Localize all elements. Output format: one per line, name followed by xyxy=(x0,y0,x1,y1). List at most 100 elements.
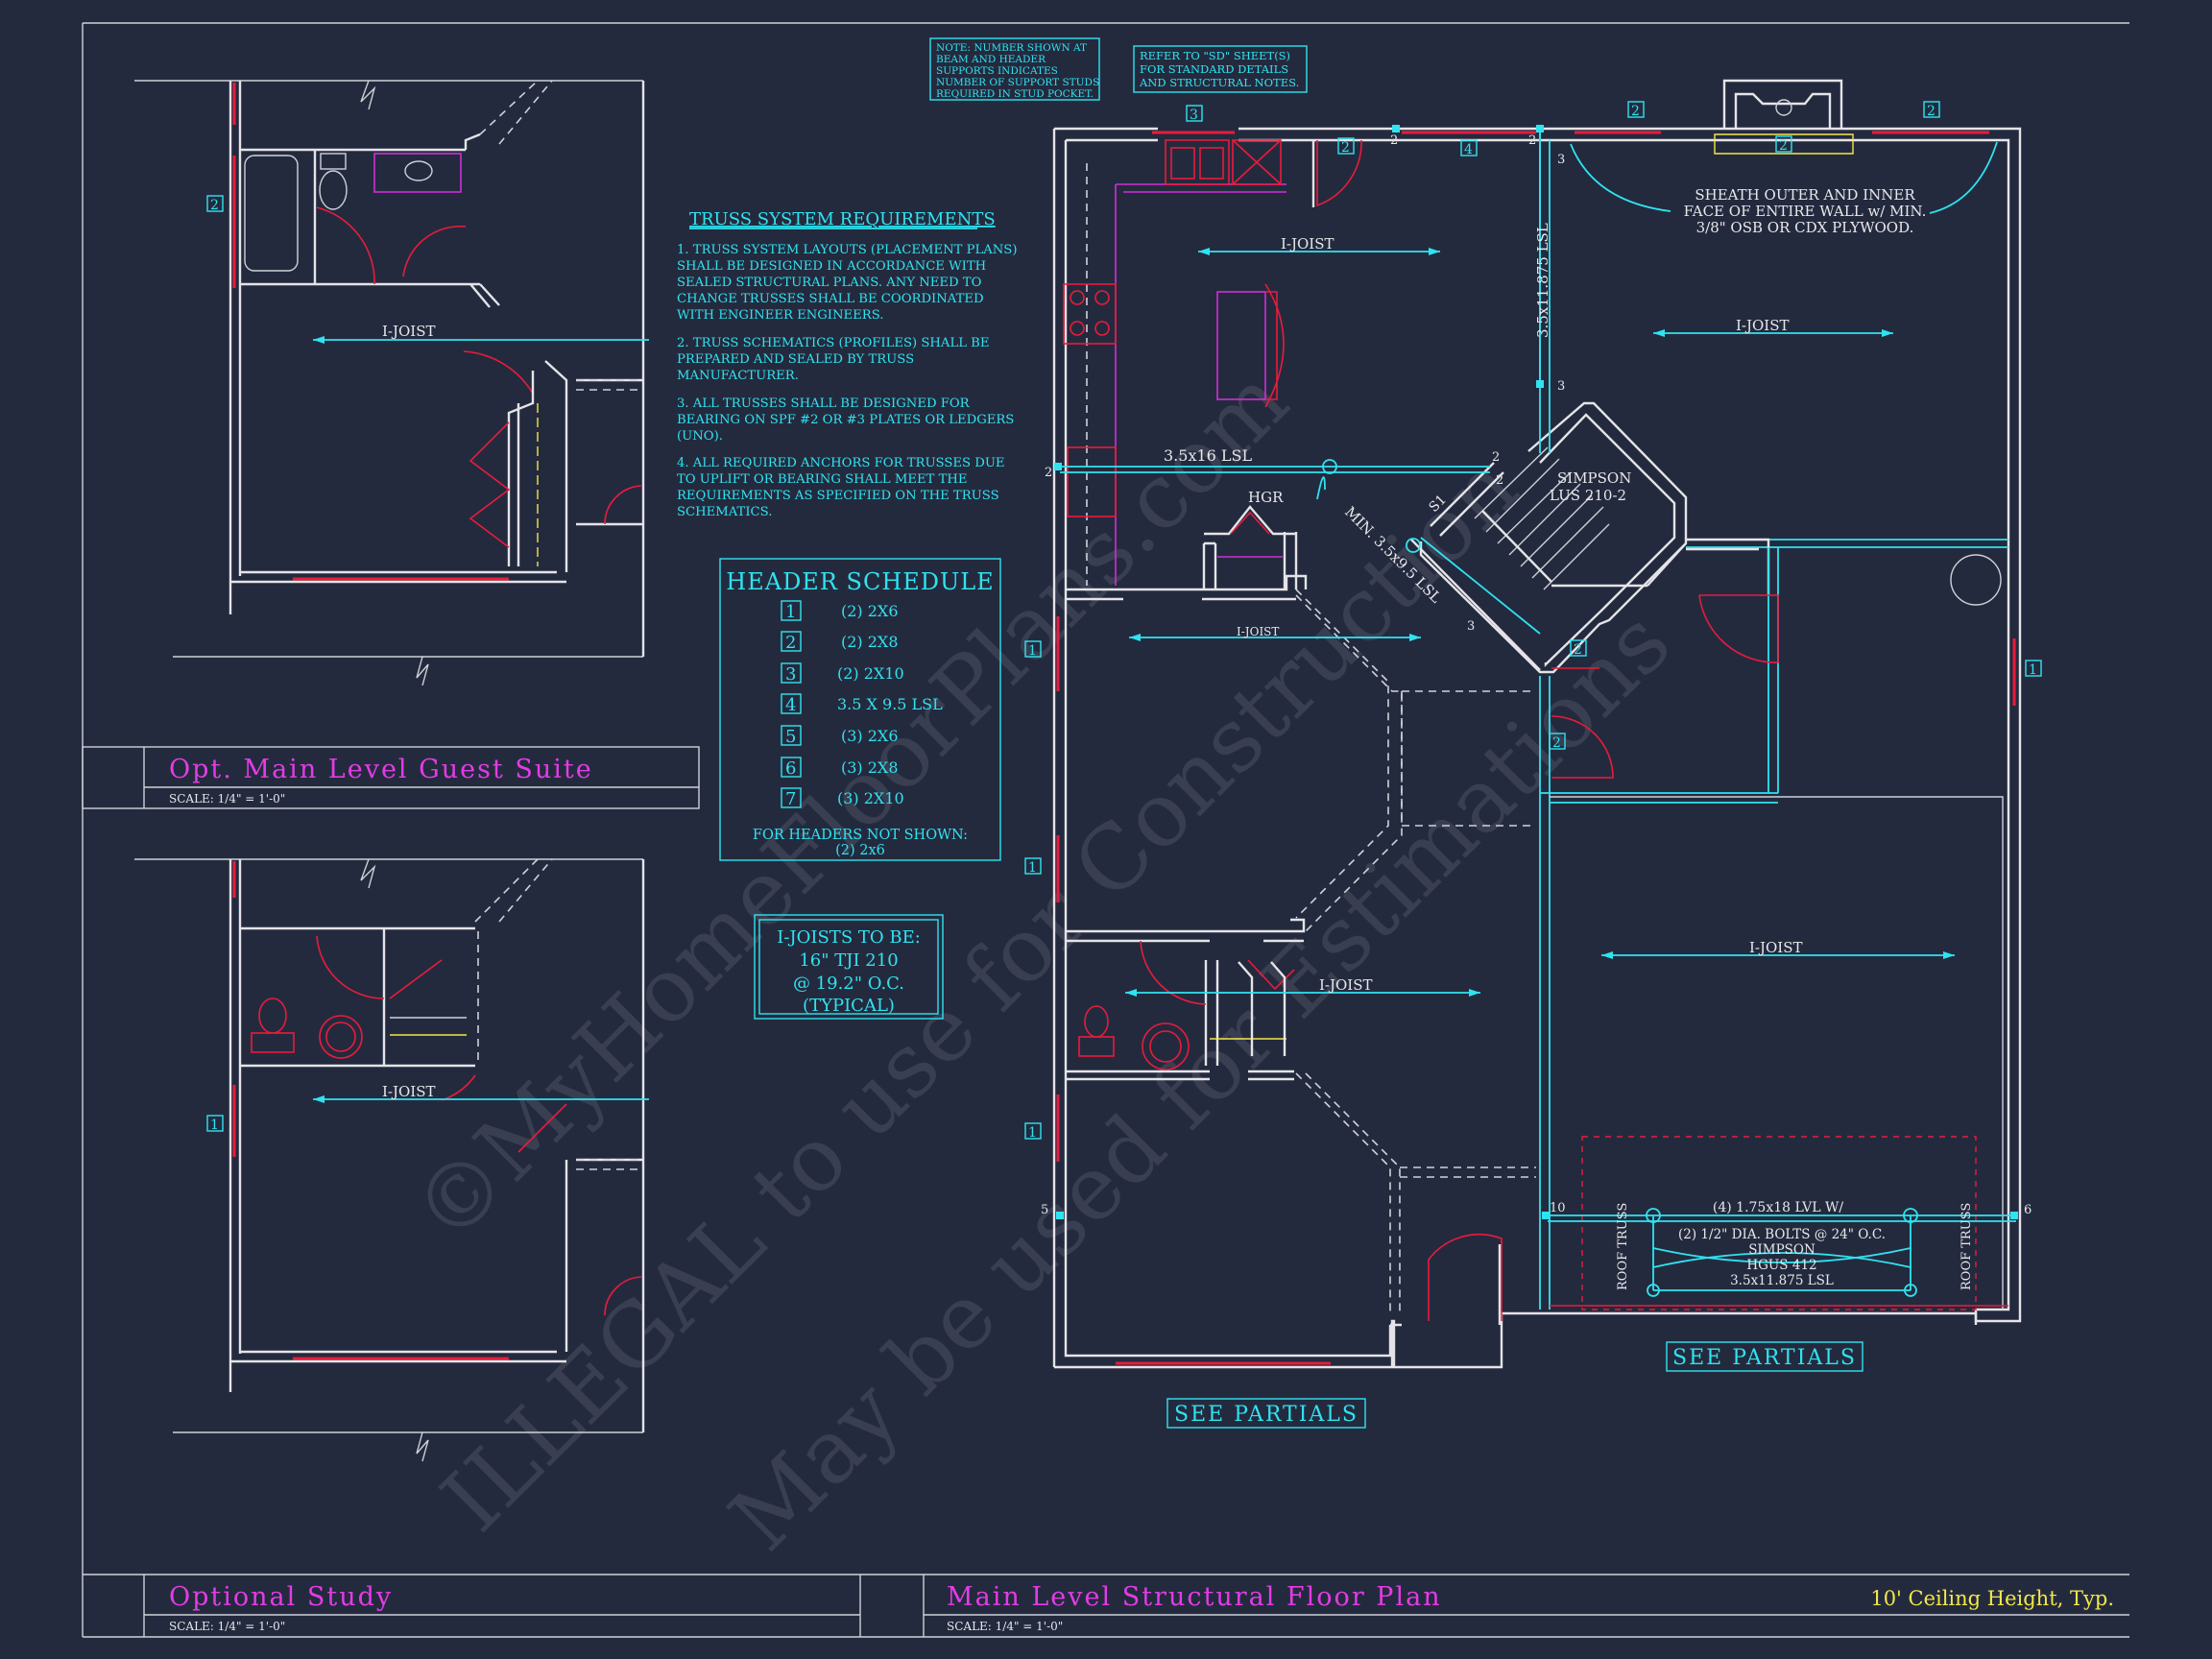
main-plan-title: Main Level Structural Floor Plan xyxy=(947,1582,1442,1612)
svg-text:1: 1 xyxy=(210,1118,219,1133)
header-schedule: HEADER SCHEDULE 1 (2) 2X6 2 (2) 2X8 3(2) 2… xyxy=(719,558,1001,861)
svg-text:1: 1 xyxy=(2029,662,2037,678)
svg-text:(2) 2X6: (2) 2X6 xyxy=(841,602,899,620)
support-studs-note: NOTE: NUMBER SHOWN AT BEAM AND HEADER SU… xyxy=(929,37,1100,101)
main-plan-scale: SCALE: 1/4" = 1'-0" xyxy=(947,1620,1063,1633)
svg-text:2: 2 xyxy=(1779,138,1788,154)
svg-text:3: 3 xyxy=(1190,108,1198,123)
guest-suite-plan: I-JOIST 2 xyxy=(134,80,649,686)
svg-text:FOR HEADERS NOT SHOWN:: FOR HEADERS NOT SHOWN: xyxy=(753,828,968,843)
lvl-note-4: HGUS 412 xyxy=(1746,1258,1816,1273)
truss-requirements: TRUSS SYSTEM REQUIREMENTS 1. TRUSS SYSTE… xyxy=(677,209,1017,519)
svg-text:10: 10 xyxy=(1550,1201,1566,1215)
truss-title: TRUSS SYSTEM REQUIREMENTS xyxy=(689,209,996,229)
svg-text:6: 6 xyxy=(2024,1203,2032,1217)
svg-text:(3) 2X8: (3) 2X8 xyxy=(841,758,899,777)
header-schedule-row-4: 4 3.5 X 9.5 LSL xyxy=(781,693,943,715)
ijoist-label: I-JOIST xyxy=(382,323,436,340)
ceiling-height-note: 10' Ceiling Height, Typ. xyxy=(1870,1587,2114,1610)
svg-text:(2) 2X10: (2) 2X10 xyxy=(837,664,904,683)
header-schedule-row-2: 2 (2) 2X8 xyxy=(781,631,899,653)
svg-text:2: 2 xyxy=(1390,133,1398,148)
see-partials-right: SEE PARTIALS xyxy=(1672,1346,1857,1370)
main-level-plan xyxy=(1052,79,2022,1369)
svg-text:(2) 2X8: (2) 2X8 xyxy=(841,633,899,651)
ijoist-label: I-JOIST xyxy=(1237,625,1279,638)
hgr-label: HGR xyxy=(1248,489,1284,506)
svg-text:4: 4 xyxy=(1464,142,1473,157)
svg-text:@ 19.2" O.C.: @ 19.2" O.C. xyxy=(793,974,904,994)
svg-text:3: 3 xyxy=(1467,619,1475,634)
roof-truss-left: ROOF TRUSS xyxy=(1616,1203,1630,1290)
svg-text:2: 2 xyxy=(1631,104,1640,119)
svg-text:SHALL BE DESIGNED IN ACCORDANC: SHALL BE DESIGNED IN ACCORDANCE WITH xyxy=(677,259,986,274)
svg-text:5: 5 xyxy=(1041,1203,1048,1217)
header-tags: 3 2 4 2 2 2 1 1 1 1 2 2 2 2 3 3 2 2 2 3 … xyxy=(1024,101,2042,1217)
lvl-note-3: SIMPSON xyxy=(1748,1242,1815,1258)
optional-study-scale: SCALE: 1/4" = 1'-0" xyxy=(169,1620,285,1633)
svg-text:(UNO).: (UNO). xyxy=(677,429,723,444)
main-plan-labels: I-JOIST I-JOIST I-JOIST I-JOIST I-JOIST … xyxy=(1164,186,1974,1429)
svg-text:1: 1 xyxy=(1028,643,1037,659)
svg-text:NUMBER OF SUPPORT STUDS: NUMBER OF SUPPORT STUDS xyxy=(936,77,1099,88)
svg-text:2: 2 xyxy=(785,633,796,653)
svg-text:3.5 X 9.5 LSL: 3.5 X 9.5 LSL xyxy=(837,695,943,713)
lvl-note-1: (4) 1.75x18 LVL W/ xyxy=(1713,1200,1843,1215)
ijoist-label: I-JOIST xyxy=(1319,976,1373,994)
svg-text:SEALED STRUCTURAL PLANS. ANY N: SEALED STRUCTURAL PLANS. ANY NEED TO xyxy=(677,276,982,290)
lvl-note-5: 3.5x11.875 LSL xyxy=(1730,1273,1834,1288)
svg-text:2: 2 xyxy=(210,198,219,213)
svg-text:2: 2 xyxy=(1496,473,1503,488)
svg-text:REQUIREMENTS AS SPECIFIED ON T: REQUIREMENTS AS SPECIFIED ON THE TRUSS xyxy=(677,489,999,503)
ijoist-label: I-JOIST xyxy=(1736,317,1790,334)
svg-text:(TYPICAL): (TYPICAL) xyxy=(803,996,895,1016)
svg-text:I-JOISTS TO BE:: I-JOISTS TO BE: xyxy=(777,927,921,948)
svg-text:REQUIRED IN STUD POCKET.: REQUIRED IN STUD POCKET. xyxy=(936,88,1094,100)
svg-text:(3) 2X10: (3) 2X10 xyxy=(837,789,904,807)
see-partials-bottom: SEE PARTIALS xyxy=(1174,1403,1358,1427)
svg-text:4. ALL REQUIRED ANCHORS FOR TR: 4. ALL REQUIRED ANCHORS FOR TRUSSES DUE xyxy=(677,456,1005,470)
ijoist-label: I-JOIST xyxy=(382,1083,436,1100)
svg-text:2. TRUSS SCHEMATICS (PROFILES): 2. TRUSS SCHEMATICS (PROFILES) SHALL BE xyxy=(677,336,989,350)
svg-text:5: 5 xyxy=(785,727,796,747)
svg-text:2: 2 xyxy=(1927,104,1936,119)
svg-text:7: 7 xyxy=(785,789,796,809)
structural-beams xyxy=(1054,125,2018,1297)
watermark: ©MyHomeFloorPlans.com ILLEGAL to use for… xyxy=(394,349,1690,1570)
svg-text:(3) 2X6: (3) 2X6 xyxy=(841,727,899,745)
svg-text:BEARING ON SPF #2 OR #3 PLATES: BEARING ON SPF #2 OR #3 PLATES OR LEDGER… xyxy=(677,413,1014,427)
guest-suite-scale: SCALE: 1/4" = 1'-0" xyxy=(169,792,285,805)
svg-text:4: 4 xyxy=(785,695,796,715)
sheet-border xyxy=(82,22,2129,1638)
svg-text:WITH ENGINEER ENGINEERS.: WITH ENGINEER ENGINEERS. xyxy=(677,308,883,323)
beam-lsl-11875-label: 3.5x11.875 LSL xyxy=(1534,223,1551,338)
roof-truss-right: ROOF TRUSS xyxy=(1960,1203,1974,1290)
header-schedule-title: HEADER SCHEDULE xyxy=(726,568,994,595)
optional-study-title: Optional Study xyxy=(169,1582,393,1612)
header-schedule-row-6: 6(3) 2X8 xyxy=(781,757,899,779)
optional-study-title-block: Optional Study SCALE: 1/4" = 1'-0" Main … xyxy=(143,1575,2129,1637)
ijoist-label: I-JOIST xyxy=(1281,235,1334,252)
guest-suite-title-block: Opt. Main Level Guest Suite SCALE: 1/4" … xyxy=(82,746,700,809)
header-schedule-row-3: 3(2) 2X10 xyxy=(781,662,904,685)
header-schedule-row-7: 7 (3) 2X10 xyxy=(781,787,904,809)
svg-text:1: 1 xyxy=(785,602,796,622)
svg-text:3: 3 xyxy=(1557,379,1565,394)
svg-text:TO UPLIFT OR BEARING SHALL MEE: TO UPLIFT OR BEARING SHALL MEET THE xyxy=(677,472,968,487)
svg-text:AND STRUCTURAL NOTES.: AND STRUCTURAL NOTES. xyxy=(1139,76,1299,89)
svg-text:FOR STANDARD DETAILS: FOR STANDARD DETAILS xyxy=(1140,62,1288,76)
svg-text:CHANGE TRUSSES SHALL BE COORDI: CHANGE TRUSSES SHALL BE COORDINATED xyxy=(677,292,984,306)
svg-text:16" TJI 210: 16" TJI 210 xyxy=(799,950,898,971)
optional-study-plan: I-JOIST 1 xyxy=(134,858,649,1462)
svg-text:REFER TO "SD" SHEET(S): REFER TO "SD" SHEET(S) xyxy=(1140,49,1290,62)
svg-text:1: 1 xyxy=(1028,860,1037,876)
simpson-lus-label-1: SIMPSON xyxy=(1557,469,1631,487)
svg-text:SUPPORTS INDICATES: SUPPORTS INDICATES xyxy=(936,65,1058,77)
sheath-note-2: FACE OF ENTIRE WALL w/ MIN. xyxy=(1684,203,1927,220)
sheath-note-1: SHEATH OUTER AND INNER xyxy=(1695,186,1915,204)
simpson-lus-label-2: LUS 210-2 xyxy=(1550,487,1626,504)
svg-text:3. ALL TRUSSES SHALL BE DESIGN: 3. ALL TRUSSES SHALL BE DESIGNED FOR xyxy=(677,397,971,411)
svg-text:BEAM AND HEADER: BEAM AND HEADER xyxy=(936,54,1046,65)
svg-text:SCHEMATICS.: SCHEMATICS. xyxy=(677,505,772,519)
